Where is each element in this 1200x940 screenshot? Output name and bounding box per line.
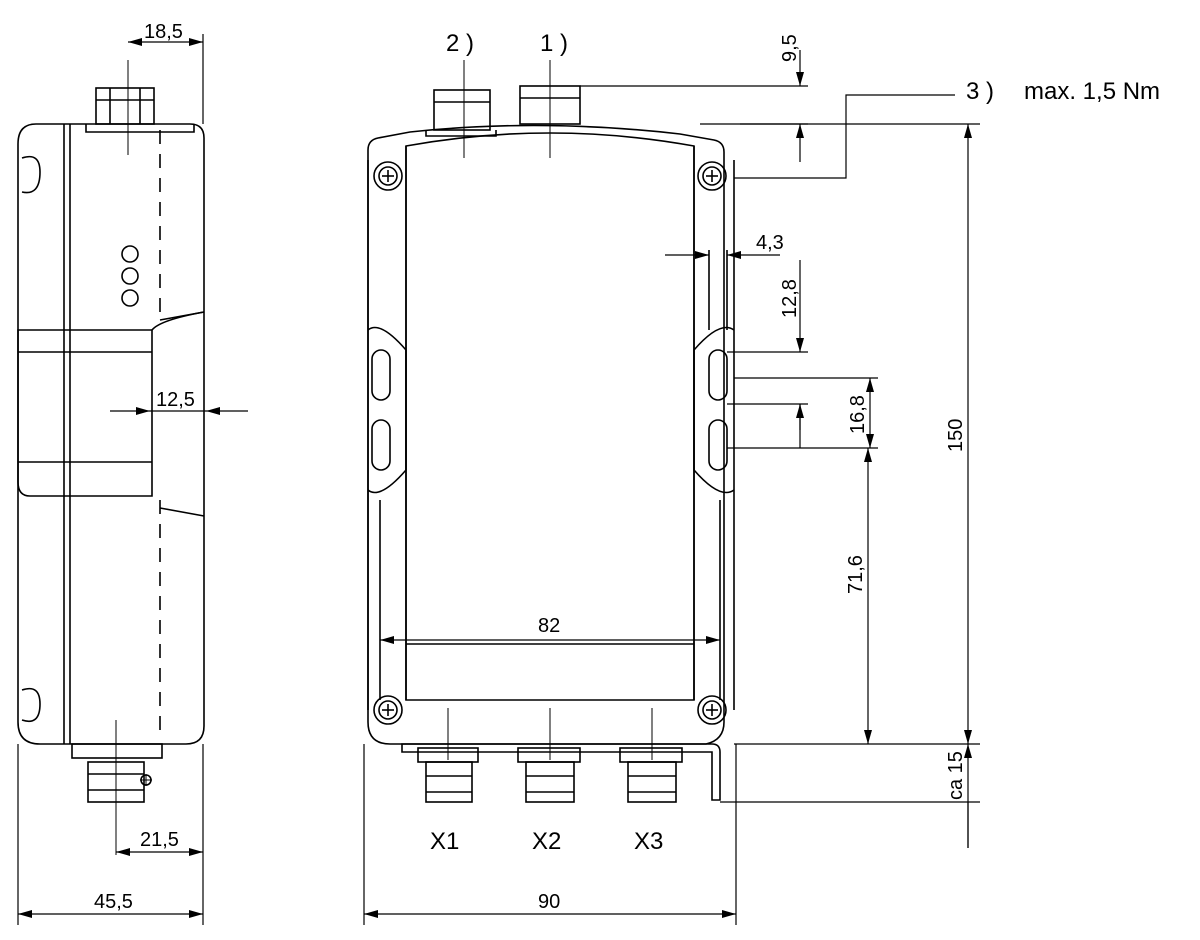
right-slot-frame	[693, 326, 735, 494]
side-dimensions	[17, 34, 248, 925]
dim-total-height-label: 150	[945, 418, 967, 452]
torque-note: max. 1,5 Nm	[1024, 78, 1161, 105]
front-view	[367, 60, 735, 803]
dim-connector-height-label: 9,5	[779, 34, 801, 62]
side-view	[17, 60, 205, 855]
dim-connector-offset-label: 18,5	[144, 21, 183, 43]
right-slot-upper	[708, 349, 728, 401]
left-slot-frame	[367, 326, 407, 494]
port-x3-label: X3	[634, 828, 664, 855]
callout-1-label: 1 )	[540, 30, 569, 57]
left-slot-upper	[371, 349, 391, 401]
led-icon	[121, 245, 139, 263]
dim-bracket-label: ca 15	[945, 751, 967, 800]
dim-slot-offset-label: 12,8	[779, 279, 801, 318]
led-icon	[121, 289, 139, 307]
dim-clip-depth-label: 12,5	[156, 389, 195, 411]
port-x3-connector	[619, 747, 683, 803]
callout-3-label: 3 )	[966, 78, 995, 105]
top-connector-2	[433, 89, 491, 131]
front-housing	[367, 124, 725, 745]
dim-front-total-width-label: 90	[538, 891, 561, 913]
right-slot-lower	[708, 419, 728, 471]
dim-side-total-width-label: 45,5	[94, 891, 133, 913]
side-clip	[17, 329, 153, 497]
mounting-bracket	[401, 743, 721, 801]
screw-icon	[373, 161, 403, 191]
callout-2-label: 2 )	[446, 30, 475, 57]
port-x2-label: X2	[532, 828, 562, 855]
dim-slot-to-bottom-label: 71,6	[845, 555, 867, 594]
screw-icon	[697, 695, 727, 725]
dim-inner-width-label: 82	[538, 615, 561, 637]
left-slot-lower	[371, 419, 391, 471]
dim-slot-pitch-label: 16,8	[847, 395, 869, 434]
port-x2-connector	[517, 747, 581, 803]
front-dimensions	[363, 50, 980, 925]
side-top-connector	[95, 87, 155, 125]
side-housing	[17, 123, 205, 745]
screw-icon	[373, 695, 403, 725]
dim-bottom-connector-offset-label: 21,5	[140, 829, 179, 851]
dim-slot-width-label: 4,3	[756, 232, 784, 254]
port-x1-connector	[417, 747, 479, 803]
led-icon	[121, 267, 139, 285]
screw-icon	[697, 161, 727, 191]
port-x1-label: X1	[430, 828, 460, 855]
